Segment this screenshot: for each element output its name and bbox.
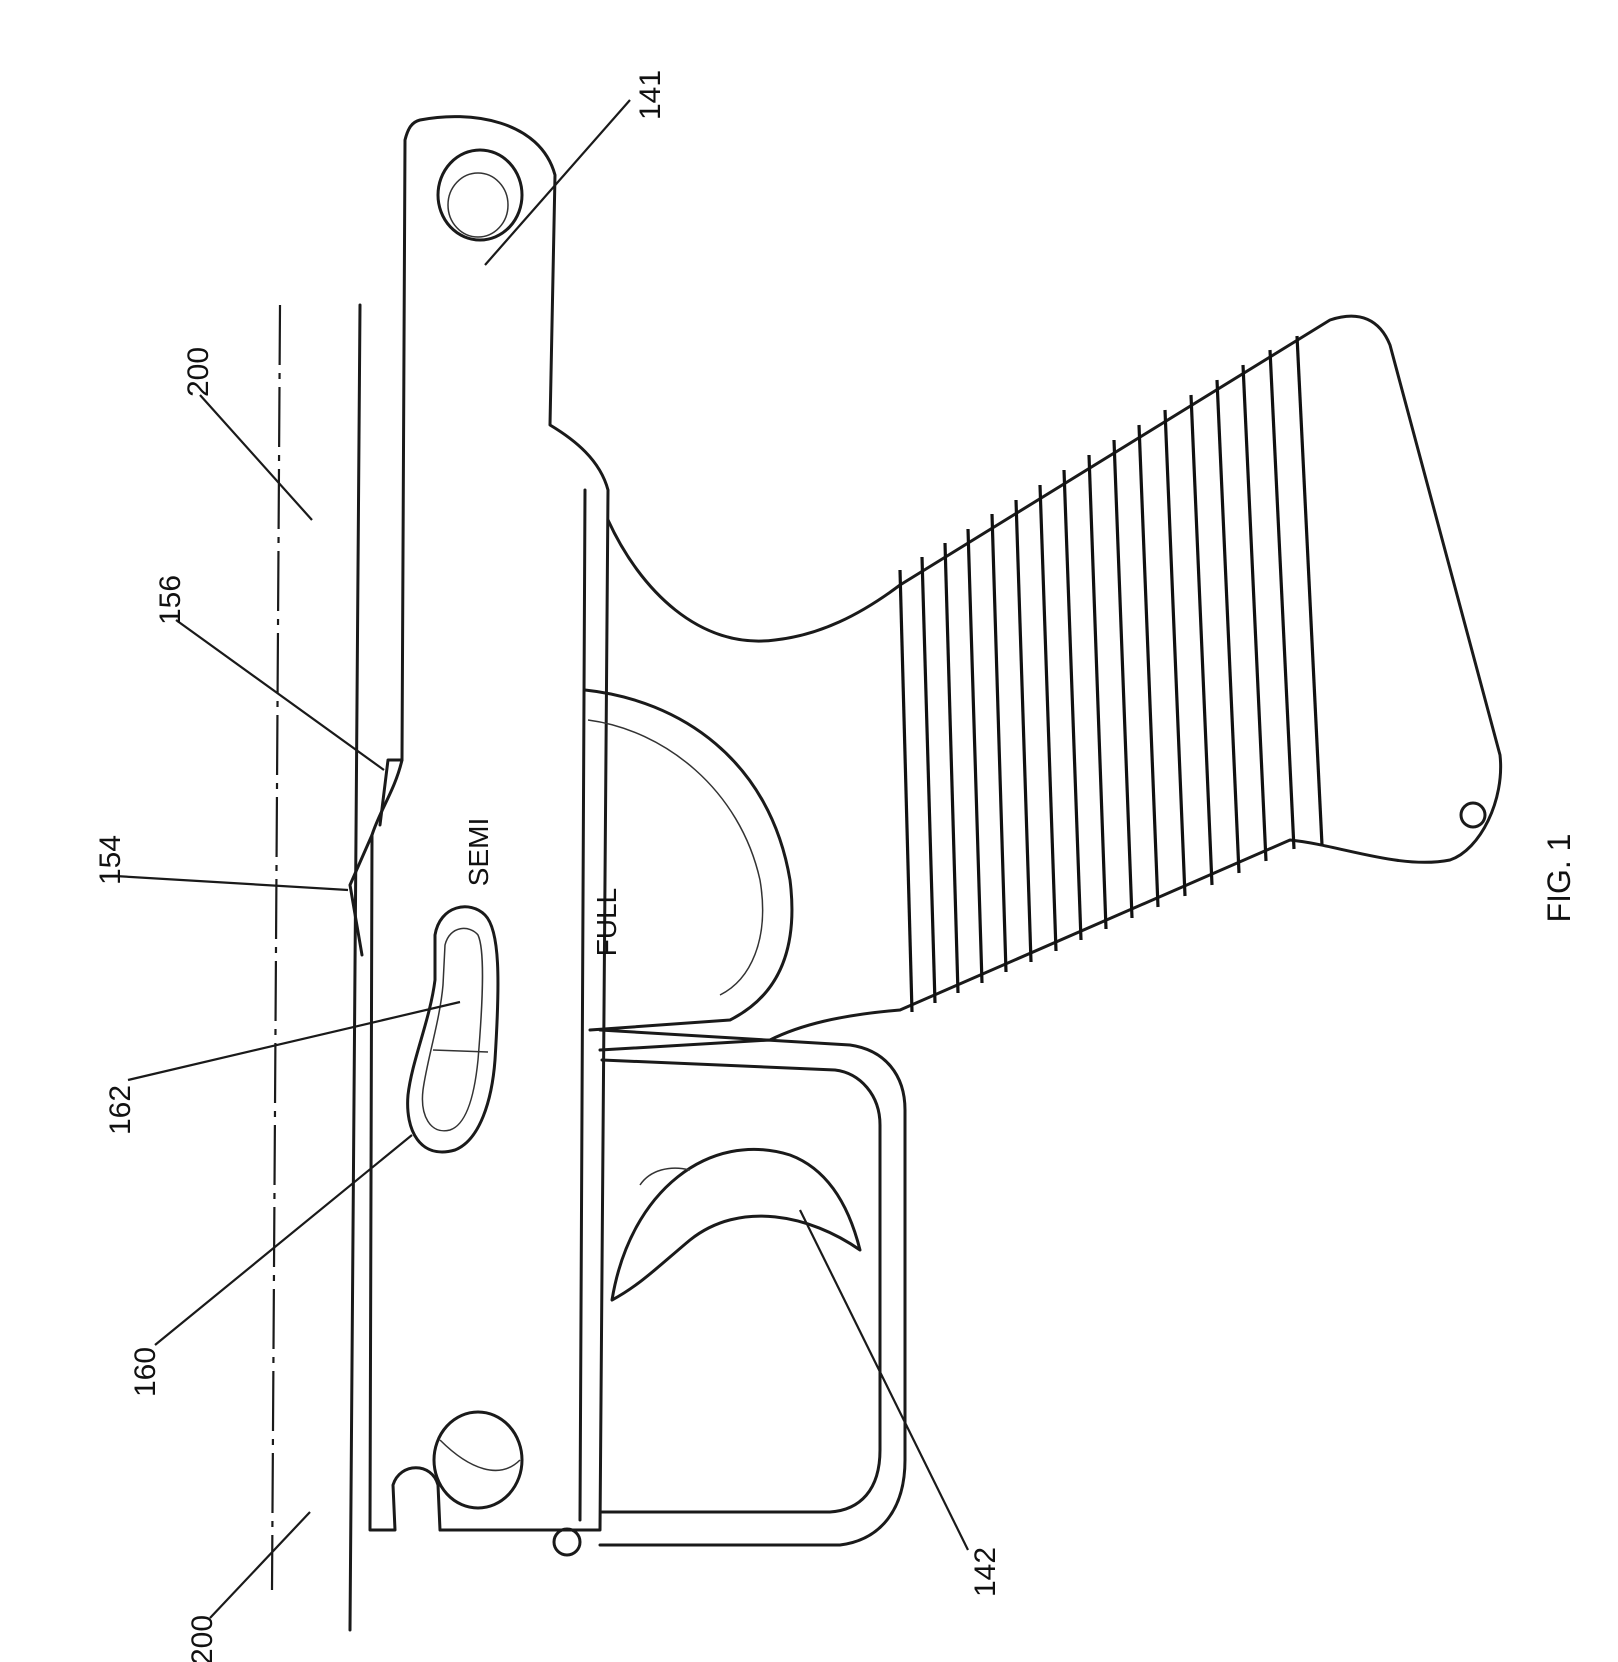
takedown-pin-hole-inner [448,173,508,237]
trigger-well [585,690,792,1030]
numeral-142: 142 [969,1547,1002,1597]
lower-rail-line [580,490,585,1520]
leader-156 [176,620,384,770]
numeral-160: 160 [129,1347,162,1397]
receiver-assembly [272,117,1501,1630]
selector-slot-160 [408,907,498,1152]
takedown-pin-hole [438,150,522,240]
notch-154 [350,835,372,955]
leader-154 [115,876,348,890]
grip-serrations [900,336,1322,1012]
numeral-162: 162 [104,1085,137,1135]
grip-screw-hole [1461,803,1485,827]
figure-caption: FIG. 1 [1541,834,1577,923]
marking-semi: SEMI [463,818,494,886]
small-pin [554,1529,580,1555]
numeral-200-top: 200 [182,347,215,397]
numeral-141: 141 [634,70,667,120]
centerline-200 [272,305,280,1590]
numeral-156: 156 [154,575,187,625]
numeral-200-bottom: 200 [186,1615,219,1662]
pistol-grip-outline [600,316,1501,1050]
selector-lever-162 [422,928,482,1130]
leader-lines [115,100,968,1618]
pivot-pin-shadow [440,1440,520,1470]
reference-numerals: 141 200 156 154 162 160 142 200 [94,70,1002,1662]
trigger-detail [640,1168,690,1185]
selector-lever-line [433,1050,488,1052]
leader-160 [155,1135,412,1345]
upper-receiver-edge [350,305,360,1630]
leader-142 [800,1210,968,1550]
marking-full: FULL [591,888,622,956]
numeral-154: 154 [94,835,127,885]
leader-200-bottom [210,1512,310,1618]
trigger-guard-outer [600,1030,905,1545]
leader-200-top [200,395,312,520]
trigger-142 [612,1149,860,1300]
pivot-pin-boss [434,1412,522,1508]
leader-162 [128,1002,460,1080]
